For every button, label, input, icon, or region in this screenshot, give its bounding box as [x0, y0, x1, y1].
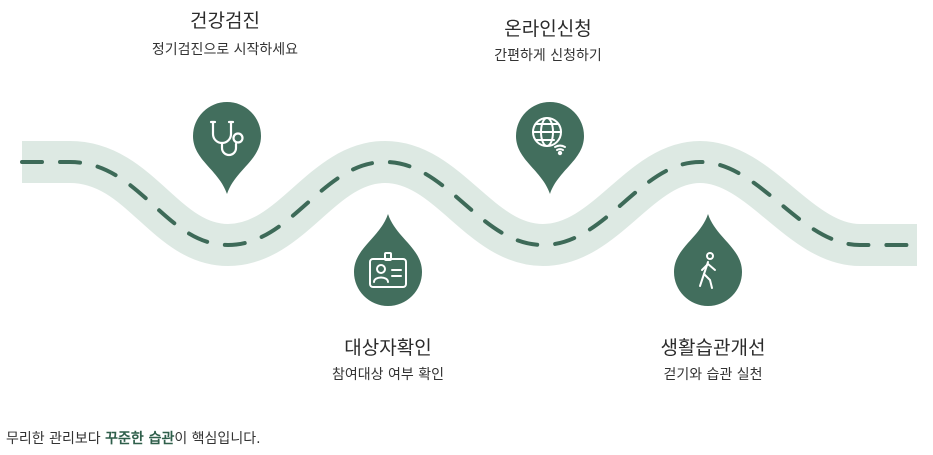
road-surface — [22, 140, 917, 267]
road-center-dashes — [20, 159, 919, 248]
step-desc-lifestyle: 걷기와 습관 실천 — [663, 367, 763, 383]
step-desc-checkup: 정기검진으로 시작하세요 — [151, 42, 299, 58]
stethoscope-icon — [209, 120, 244, 157]
pin-marker-lifestyle — [674, 214, 742, 306]
step-desc-eligibility: 참여대상 여부 확인 — [332, 367, 444, 383]
pin-marker-checkup — [193, 102, 261, 194]
step-title-eligibility: 대상자확인 — [344, 337, 432, 359]
step-title-lifestyle: 생활습관개선 — [660, 337, 766, 359]
footer-highlight: 꾸준한 습관 — [105, 431, 175, 447]
footer-message: 무리한 관리보다 꾸준한 습관이 핵심입니다. — [6, 428, 261, 448]
step-desc-online-apply: 간편하게 신청하기 — [494, 48, 602, 64]
road-graphic — [20, 140, 919, 267]
pin-marker-online-apply — [516, 102, 584, 194]
pin-marker-eligibility — [354, 214, 422, 306]
id-badge-icon — [369, 252, 407, 288]
globe-wifi-icon — [532, 117, 566, 156]
footer-suffix: 이 핵심입니다. — [174, 431, 261, 447]
walking-person-icon — [699, 252, 716, 289]
footer-prefix: 무리한 관리보다 — [6, 431, 106, 447]
step-title-checkup: 건강검진 — [190, 10, 260, 32]
step-title-online-apply: 온라인신청 — [504, 18, 592, 40]
